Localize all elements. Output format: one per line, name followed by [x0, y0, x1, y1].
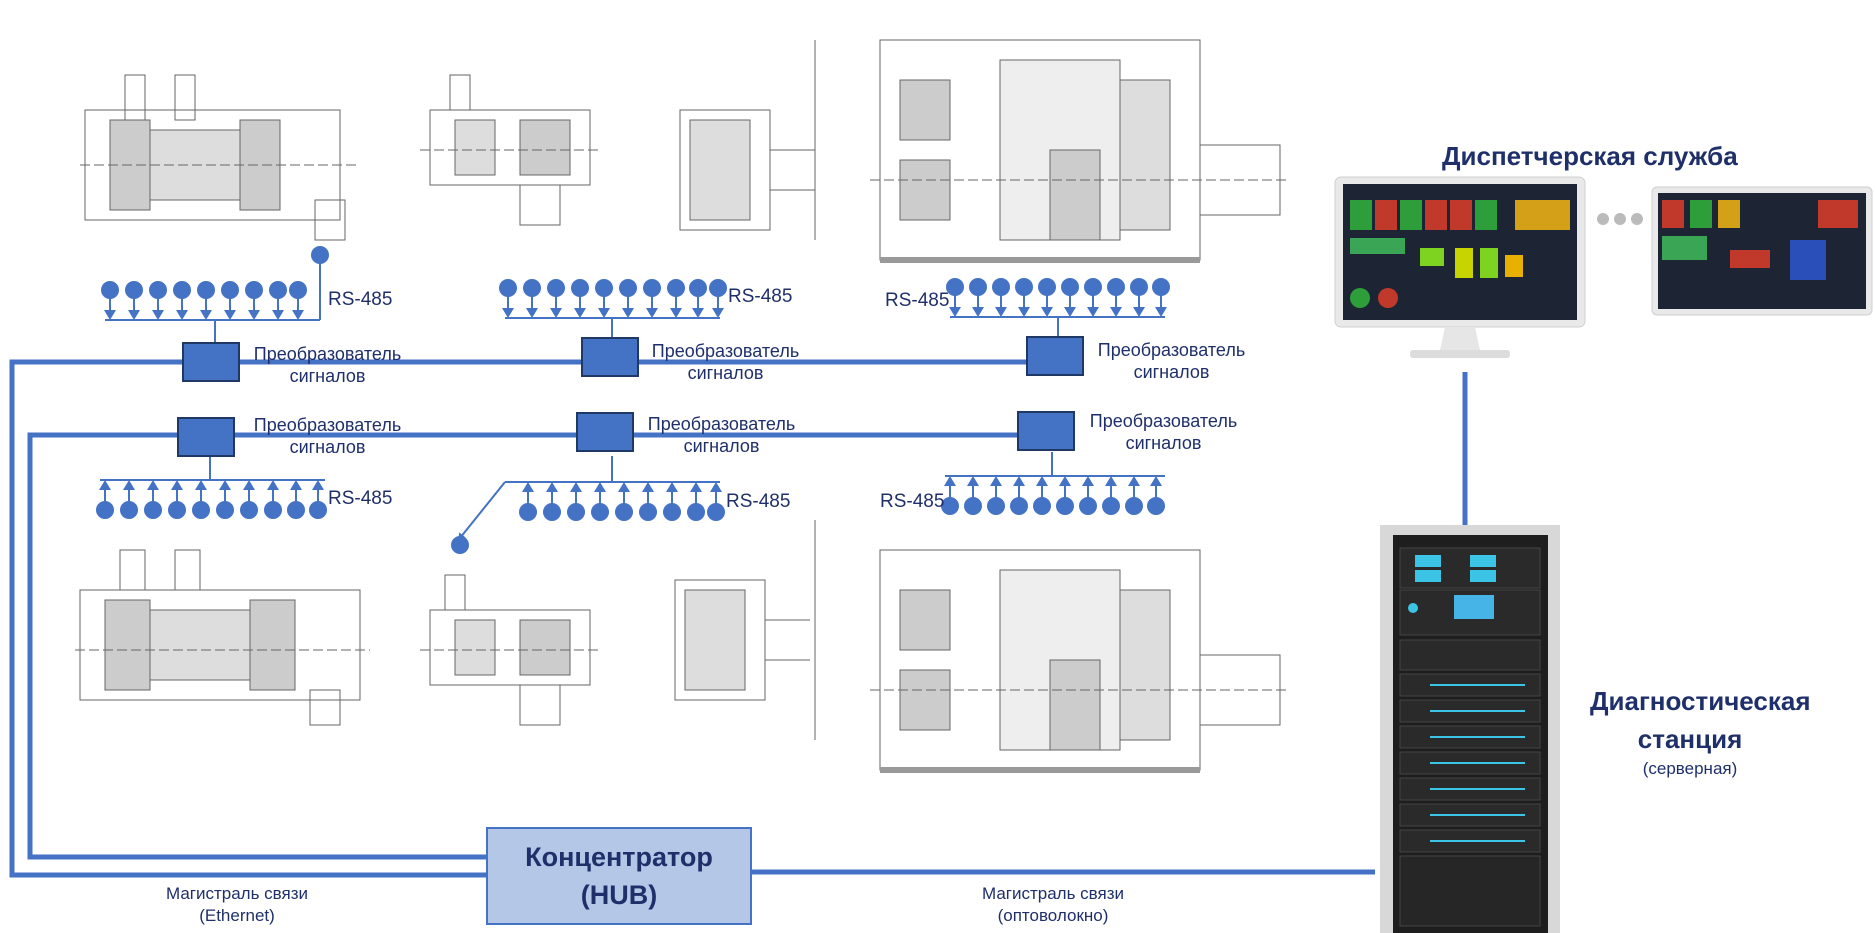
station-title-line1: Диагностическая [1590, 682, 1790, 720]
server-rack-icon [1380, 525, 1560, 933]
gearbox-drawing-bottom-left [75, 550, 370, 725]
converter-label-line2: сигналов [240, 436, 415, 458]
gearbox-drawing-bottom-right [870, 550, 1290, 770]
converter-label-bottom-2: Преобразователь сигналов [634, 413, 809, 457]
rs485-label-bottom-1: RS-485 [328, 488, 392, 510]
trunk-fiber-line2: (оптоволокно) [953, 905, 1153, 927]
gearbox-drawing-bottom-mid [420, 575, 600, 725]
converter-top-3 [1027, 337, 1083, 375]
hub-label-line1: Концентратор [488, 838, 750, 876]
station-title: Диагностическая станция [1590, 682, 1790, 758]
trunk-ethernet-line2: (Ethernet) [137, 905, 337, 927]
converter-label-line1: Преобразователь [634, 413, 809, 435]
station-subtitle: (серверная) [1590, 759, 1790, 779]
converter-label-top-2: Преобразователь сигналов [638, 340, 813, 384]
converter-label-line2: сигналов [638, 362, 813, 384]
monitor-icon [1335, 177, 1585, 358]
sensor-icons-bottom-3 [942, 476, 1164, 514]
trunk-ethernet-line1: Магистраль связи [137, 883, 337, 905]
converter-label-line2: сигналов [1076, 432, 1251, 454]
rs485-label-top-3: RS-485 [885, 290, 949, 312]
rs485-label-top-1: RS-485 [328, 289, 392, 311]
rs485-label-top-2: RS-485 [728, 286, 792, 308]
gearbox-drawing-top-left [80, 75, 360, 240]
converter-label-line2: сигналов [1084, 361, 1259, 383]
hub-label-line2: (HUB) [488, 876, 750, 914]
rs485-label-bottom-3: RS-485 [880, 491, 944, 513]
converter-label-line1: Преобразователь [1076, 410, 1251, 432]
converter-bottom-3 [1018, 412, 1074, 450]
converter-label-bottom-3: Преобразователь сигналов [1076, 410, 1251, 454]
ellipsis-icon [1597, 213, 1643, 225]
converter-top-1 [183, 343, 239, 381]
sensor-icons-top-2 [500, 280, 726, 318]
converter-bottom-1 [178, 418, 234, 456]
converter-label-top-3: Преобразователь сигналов [1084, 339, 1259, 383]
converter-label-line1: Преобразователь [638, 340, 813, 362]
station-title-line2: станция [1590, 720, 1790, 758]
converter-label-line1: Преобразователь [1084, 339, 1259, 361]
converter-label-top-1: Преобразователь сигналов [240, 343, 415, 387]
converter-bottom-2 [577, 413, 633, 451]
gearbox-drawing-top-right [870, 40, 1290, 260]
converter-label-line1: Преобразователь [240, 343, 415, 365]
trunk-ethernet-label: Магистраль связи (Ethernet) [137, 883, 337, 927]
hub-box: Концентратор (HUB) [486, 827, 752, 925]
converter-label-line1: Преобразователь [240, 414, 415, 436]
converter-label-line2: сигналов [634, 435, 809, 457]
sensor-icons-top-3 [947, 279, 1169, 317]
sensor-icons-bottom-1 [97, 480, 326, 518]
trunk-fiber-label: Магистраль связи (оптоволокно) [953, 883, 1153, 927]
sensor-icons-top-1 [102, 282, 306, 320]
monitor-icon-2 [1652, 187, 1872, 315]
rs485-label-bottom-2: RS-485 [726, 491, 790, 513]
dispatch-title: Диспетчерская служба [1442, 141, 1738, 172]
converter-label-line2: сигналов [240, 365, 415, 387]
converter-top-2 [582, 338, 638, 376]
sensor-icons-bottom-2 [520, 482, 724, 520]
converter-label-bottom-1: Преобразователь сигналов [240, 414, 415, 458]
trunk-fiber-line1: Магистраль связи [953, 883, 1153, 905]
gearbox-drawing-top-mid [420, 75, 600, 225]
gearbox-drawing-bottom-side [675, 520, 815, 740]
gearbox-drawing-top-side [680, 40, 815, 240]
